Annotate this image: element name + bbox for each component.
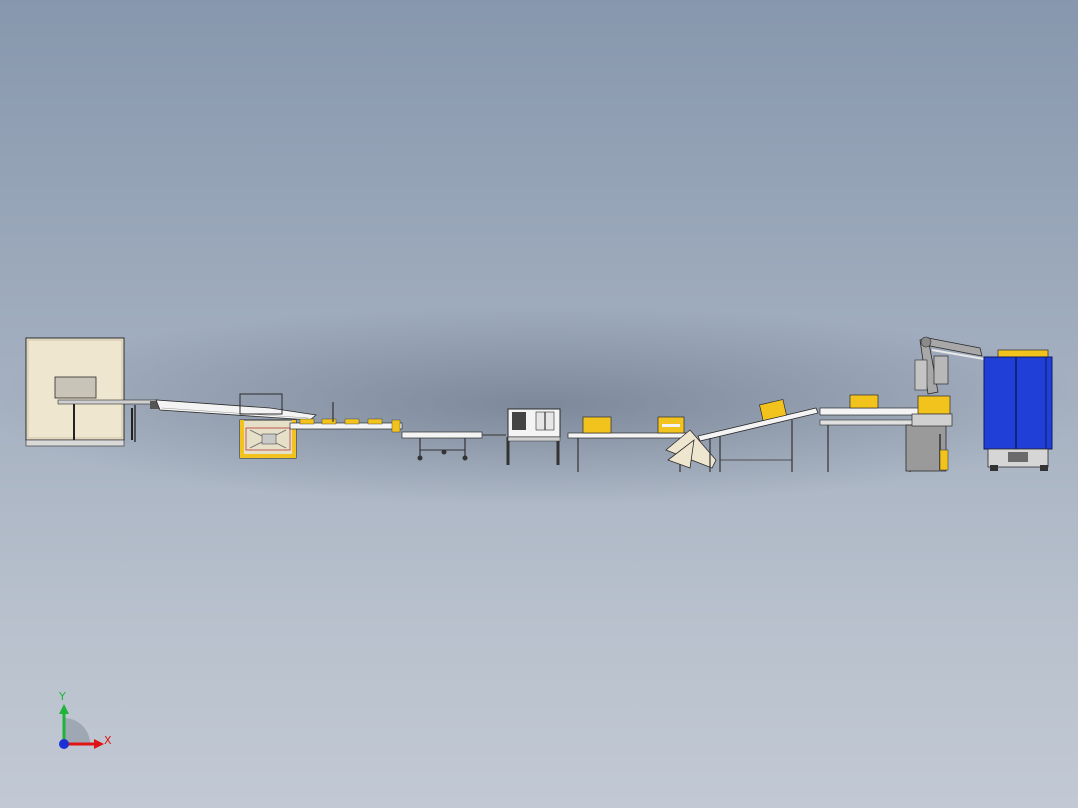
z-axis-origin <box>59 739 69 749</box>
pallet-station[interactable] <box>983 349 1053 471</box>
cabinet-window <box>54 376 97 399</box>
case-sealer[interactable] <box>506 408 561 465</box>
roller-conveyor[interactable] <box>401 431 506 461</box>
case-box <box>849 394 879 409</box>
output-conveyor[interactable] <box>567 416 687 472</box>
accumulation-conveyor[interactable] <box>819 394 921 472</box>
incline-conveyor-2[interactable] <box>697 399 819 472</box>
incline-conveyor-1[interactable] <box>155 399 317 421</box>
palletizing-robot[interactable] <box>905 336 991 472</box>
coordinate-triad[interactable]: X Y <box>58 690 112 749</box>
case-box <box>582 416 612 434</box>
transfer-conveyor[interactable] <box>289 402 403 433</box>
case-erector[interactable] <box>239 393 297 459</box>
y-axis-label: Y <box>58 690 66 703</box>
x-axis-label: X <box>104 734 112 747</box>
turning-unit[interactable] <box>665 429 717 469</box>
control-cabinet[interactable] <box>25 337 133 447</box>
case-box <box>759 399 787 421</box>
